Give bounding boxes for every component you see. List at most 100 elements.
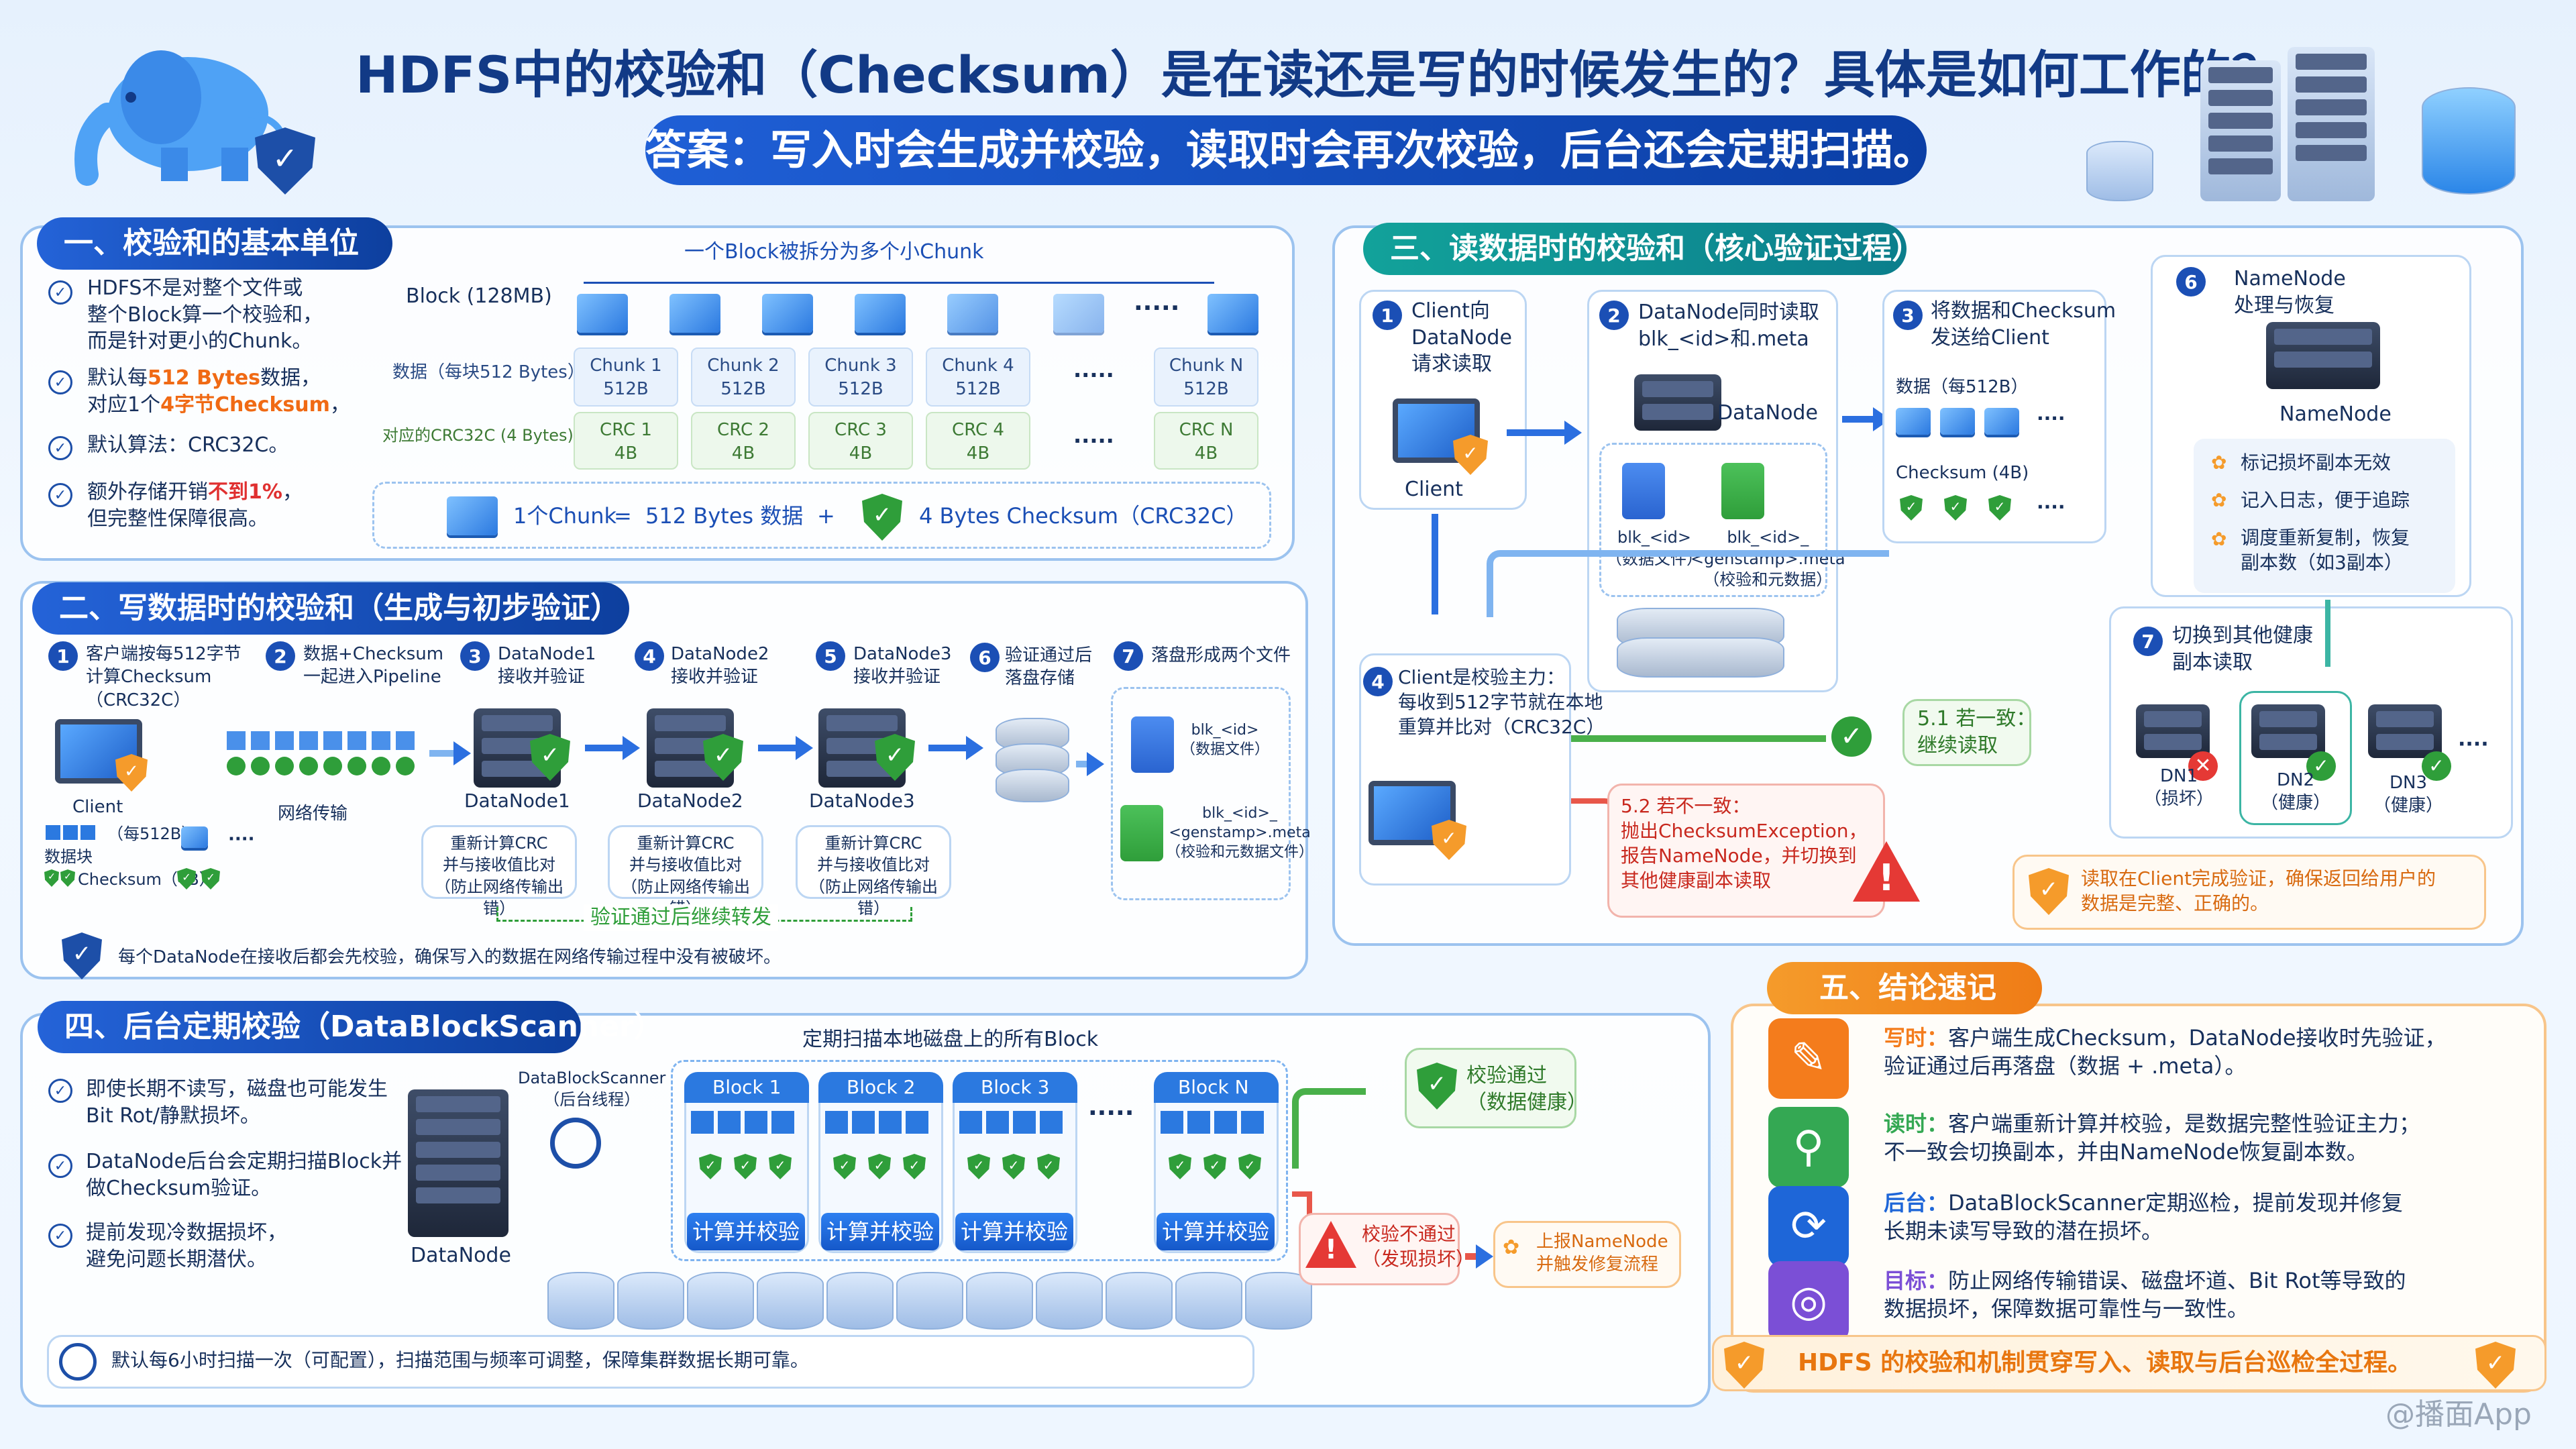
nn-action-1: 标记损坏副本无效 bbox=[2241, 451, 2392, 474]
formula-eq: = bbox=[614, 503, 632, 529]
dots: ····· bbox=[1073, 428, 1114, 453]
storage-disk-icon bbox=[996, 718, 1069, 805]
datanode-label: DataNode2 bbox=[637, 790, 743, 812]
namenode-label: NameNode bbox=[2279, 402, 2392, 426]
dn3-server-icon bbox=[2368, 704, 2442, 758]
read-note-text: 读取在Client完成验证，确保返回给用户的数据是完整、正确的。 bbox=[2081, 867, 2436, 914]
target-icon: ◎ bbox=[1768, 1261, 1849, 1342]
bad-label: 5.2 若不一致：抛出ChecksumException，报告NameNode，… bbox=[1621, 795, 1868, 892]
compute-verify-button[interactable]: 计算并校验 bbox=[1157, 1213, 1275, 1250]
ellipsis: ····· bbox=[1134, 294, 1180, 322]
clock-icon bbox=[550, 1118, 601, 1169]
check-icon: ✓ bbox=[48, 370, 72, 394]
arrow-right bbox=[585, 736, 640, 760]
step-number: 3 bbox=[460, 641, 490, 671]
datanode-server-icon bbox=[1634, 374, 1721, 431]
s5-item-read: 读时：客户端重新计算并校验，是数据完整性验证主力；不一致会切换副本，并由Name… bbox=[1884, 1111, 2421, 1165]
pass-path bbox=[1292, 1088, 1366, 1169]
bad-box bbox=[1607, 784, 1885, 918]
watermark: @播面App bbox=[2385, 1397, 2532, 1432]
chunk-cube bbox=[577, 294, 628, 333]
check-circle-icon: ✓ bbox=[2422, 751, 2451, 781]
check-circle-icon: ✓ bbox=[1831, 716, 1872, 757]
check-icon: ✓ bbox=[48, 1154, 72, 1178]
s2-step-1: 客户端按每512字节计算Checksum（CRC32C） bbox=[86, 644, 241, 710]
split-label: 一个Block被拆分为多个小Chunk bbox=[684, 240, 984, 264]
s5-footer-box bbox=[1712, 1335, 2546, 1391]
dn3-label: DN3（健康） bbox=[2373, 773, 2444, 816]
files-box bbox=[1111, 687, 1291, 900]
mini-cubes bbox=[959, 1111, 1073, 1134]
block-header: Block 1 bbox=[684, 1072, 809, 1103]
s4-point-2: DataNode后台会定期扫描Block并做Checksum验证。 bbox=[86, 1150, 402, 1200]
chunk-cube bbox=[1208, 294, 1258, 333]
packet-stream bbox=[227, 731, 421, 785]
check-icon: ✓ bbox=[48, 1079, 72, 1103]
arrow-right bbox=[429, 741, 471, 765]
gear-icon: ✿ bbox=[1503, 1236, 1520, 1259]
dots: ···· bbox=[2037, 407, 2065, 429]
section-4-title: 四、后台定期校验（DataBlockScanner） bbox=[38, 1001, 663, 1053]
chunk-cube bbox=[947, 294, 998, 333]
server-rack-illustration bbox=[2086, 47, 2529, 208]
step-number: 5 bbox=[816, 641, 845, 671]
report-box bbox=[1493, 1221, 1681, 1288]
compute-verify-button[interactable]: 计算并校验 bbox=[687, 1213, 805, 1250]
step-number: 6 bbox=[970, 643, 1000, 672]
arrow-down bbox=[2325, 600, 2330, 667]
elephant-logo bbox=[60, 34, 302, 188]
data-file-icon bbox=[1622, 463, 1665, 519]
checksum-label: Checksum (4B) bbox=[1896, 463, 2029, 483]
s5-item-goal: 目标：防止网络传输错误、磁盘坏道、Bit Rot等导致的数据损坏，保障数据可靠性… bbox=[1884, 1268, 2406, 1322]
arrow-right bbox=[928, 736, 983, 760]
s3-step-7: 切换到其他健康副本读取 bbox=[2172, 624, 2313, 674]
section-2-footer: 每个DataNode在接收后都会先校验，确保写入的数据在网络传输过程中没有被破坏… bbox=[118, 947, 781, 967]
datanode-label: DataNode1 bbox=[464, 790, 570, 812]
check-shield-icon: ✓ bbox=[44, 869, 59, 887]
ok-box bbox=[1902, 699, 2031, 766]
legend-data-block: 数据块 bbox=[44, 847, 93, 866]
step-number: 1 bbox=[48, 641, 78, 671]
gear-icon: ✿ bbox=[2211, 451, 2227, 474]
chunk-cube bbox=[1053, 294, 1104, 333]
split-arrow bbox=[584, 282, 1214, 284]
row-label-crc: 对应的CRC32C (4 Bytes) bbox=[382, 426, 574, 445]
namenode-server-icon bbox=[2266, 322, 2380, 389]
s4-point-3: 提前发现冷数据损坏，避免问题长期潜伏。 bbox=[86, 1221, 287, 1271]
step-number: 7 bbox=[2133, 627, 2163, 656]
section-4-footer: 默认每6小时扫描一次（可配置），扫描范围与频率可调整，保障集群数据长期可靠。 bbox=[111, 1349, 809, 1371]
step-number: 2 bbox=[266, 641, 295, 671]
arrow-return bbox=[1487, 550, 1889, 617]
row-label-data: 数据（每块512 Bytes） bbox=[392, 362, 585, 382]
mini-cube-row bbox=[46, 825, 180, 845]
dots: ····· bbox=[1073, 362, 1114, 388]
dots: ····· bbox=[1088, 1099, 1134, 1127]
nn-actions-box bbox=[2194, 439, 2455, 593]
chunk-cube bbox=[1896, 408, 1931, 435]
clock-icon bbox=[59, 1343, 97, 1381]
client-label: Client bbox=[72, 797, 123, 817]
scanner-label: DataBlockScanner（后台线程） bbox=[518, 1069, 666, 1109]
arrow-right bbox=[1076, 752, 1104, 776]
s5-item-write: 写时：客户端生成Checksum，DataNode接收时先验证，验证通过后再落盘… bbox=[1884, 1025, 2447, 1079]
s1-point-2: 默认每512 Bytes数据， 对应1个4字节Checksum， bbox=[87, 366, 350, 417]
arrow-right bbox=[758, 736, 813, 760]
compute-verify-button[interactable]: 计算并校验 bbox=[955, 1213, 1073, 1250]
s1-point-3: 默认算法：CRC32C。 bbox=[87, 433, 289, 457]
s5-item-background: 后台：DataBlockScanner定期巡检，提前发现并修复长期未读写导致的潜… bbox=[1884, 1190, 2403, 1244]
client-label: Client bbox=[1405, 478, 1463, 501]
refresh-icon: ⟳ bbox=[1768, 1186, 1849, 1267]
dots: ···· bbox=[2037, 496, 2065, 518]
ok-path bbox=[1571, 735, 1826, 742]
compute-verify-button[interactable]: 计算并校验 bbox=[821, 1213, 939, 1250]
formula-data: 512 Bytes 数据 bbox=[645, 503, 804, 529]
